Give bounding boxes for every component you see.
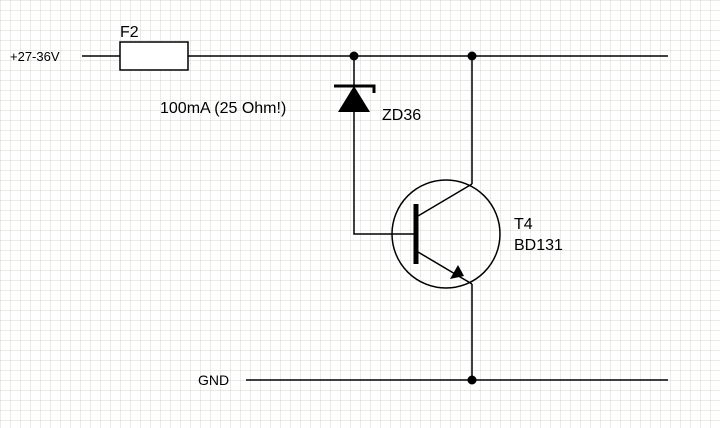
zener-label: ZD36: [382, 107, 421, 124]
fuse-label: F2: [120, 24, 139, 41]
transistor-part-label: BD131: [514, 237, 563, 254]
transistor-emitter-lead: [417, 251, 473, 285]
ground-label: GND: [198, 372, 229, 388]
supply-voltage-label: +27-36V: [10, 49, 60, 64]
transistor-ref-label: T4: [514, 216, 533, 233]
transistor-body: [391, 179, 501, 289]
zener-bar: [334, 84, 376, 93]
zener-to-base-wire: [353, 112, 414, 235]
fuse-rating-note: 100mA (25 Ohm!): [160, 100, 286, 117]
zener-triangle: [338, 86, 370, 112]
emitter-arrow: [450, 265, 464, 279]
fuse-symbol: [119, 41, 189, 71]
transistor-collector-lead: [417, 183, 473, 217]
